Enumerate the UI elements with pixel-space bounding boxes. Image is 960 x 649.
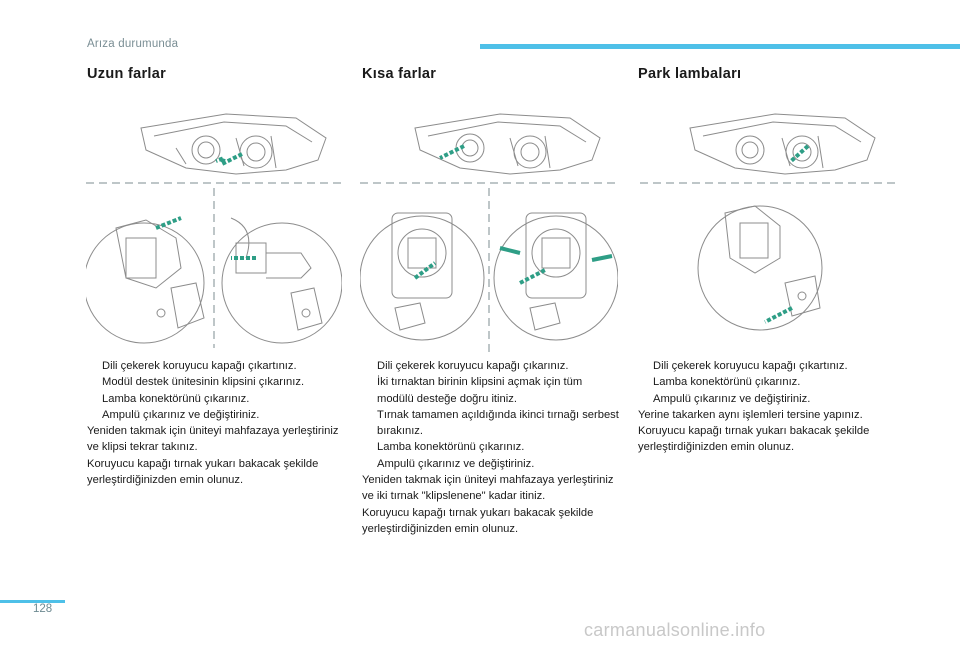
arrow-icon (215, 152, 243, 168)
section-title: Uzun farlar (87, 66, 167, 82)
checkbox-icon (87, 407, 102, 423)
note-paragraph: Yeniden takmak için üniteyi mahfazaya ye… (87, 425, 339, 454)
section-low-beam: Kısa farlar (362, 66, 620, 82)
watermark: carmanualsonline.info (584, 620, 766, 640)
note-paragraph: Yeniden takmak için üniteyi mahfazaya ye… (362, 474, 614, 503)
note-paragraph: Koruyucu kapağı tırnak yukarı bakacak şe… (638, 425, 870, 454)
section-parking-lights: Park lambaları (638, 66, 898, 82)
checkbox-icon (638, 391, 653, 407)
step-item: Tırnak tamamen açıldığında ikinci tırnağ… (362, 407, 620, 440)
note-paragraph: Koruyucu kapağı tırnak yukarı bakacak şe… (87, 457, 319, 487)
note-paragraph: Yerine takarken aynı işlemleri tersine y… (638, 408, 863, 421)
step-item: Lamba konektörünü çıkarınız. (362, 439, 620, 455)
arrow-icon (155, 216, 182, 230)
headlamp-illustration-low-beam (360, 108, 618, 353)
checkbox-icon (87, 391, 102, 407)
section-title: Park lambaları (638, 66, 742, 82)
arrow-icon (499, 246, 521, 255)
step-item: Dili çekerek koruyucu kapağı çıkartınız. (638, 358, 898, 374)
checkbox-icon (362, 358, 377, 374)
arrow-icon (764, 306, 793, 324)
checkbox-icon (87, 374, 102, 390)
note-paragraph: Koruyucu kapağı tırnak yukarı bakacak şe… (362, 506, 594, 535)
checkbox-icon (638, 374, 653, 390)
section-high-beam: Uzun farlar (87, 66, 342, 82)
checkbox-icon (638, 358, 653, 374)
step-item: Modül destek ünitesinin klipsini çıkarın… (87, 374, 342, 390)
headlamp-illustration-parking-lights (640, 108, 896, 343)
checkbox-icon (362, 407, 377, 440)
checkbox-icon (362, 439, 377, 455)
step-item: Lamba konektörünü çıkarınız. (87, 391, 342, 407)
header-title: Arıza durumunda (87, 38, 179, 50)
footer-accent-bar (0, 600, 65, 603)
step-item: Dili çekerek koruyucu kapağı çıkartınız. (87, 358, 342, 374)
checkbox-icon (362, 374, 377, 407)
step-item: Ampulü çıkarınız ve değiştiriniz. (638, 391, 898, 407)
arrow-icon (519, 268, 546, 285)
instructions-high-beam: Dili çekerek koruyucu kapağı çıkartınız.… (87, 358, 342, 488)
section-title: Kısa farlar (362, 66, 437, 82)
arrow-icon (788, 144, 810, 164)
step-item: Ampulü çıkarınız ve değiştiriniz. (362, 456, 620, 472)
header-accent-bar (480, 44, 960, 49)
page-number: 128 (33, 603, 53, 615)
step-item: Dili çekerek koruyucu kapağı çıkarınız. (362, 358, 620, 374)
checkbox-icon (362, 456, 377, 472)
arrow-icon (413, 261, 437, 280)
arrow-icon (439, 144, 465, 160)
arrow-icon (591, 254, 613, 262)
headlamp-illustration-high-beam (86, 108, 342, 348)
instructions-low-beam: Dili çekerek koruyucu kapağı çıkarınız. … (362, 358, 620, 537)
step-item: Ampulü çıkarınız ve değiştiriniz. (87, 407, 342, 423)
checkbox-icon (87, 358, 102, 374)
instructions-parking-lights: Dili çekerek koruyucu kapağı çıkartınız.… (638, 358, 898, 456)
step-item: İki tırnaktan birinin klipsini açmak içi… (362, 374, 620, 407)
step-item: Lamba konektörünü çıkarınız. (638, 374, 898, 390)
